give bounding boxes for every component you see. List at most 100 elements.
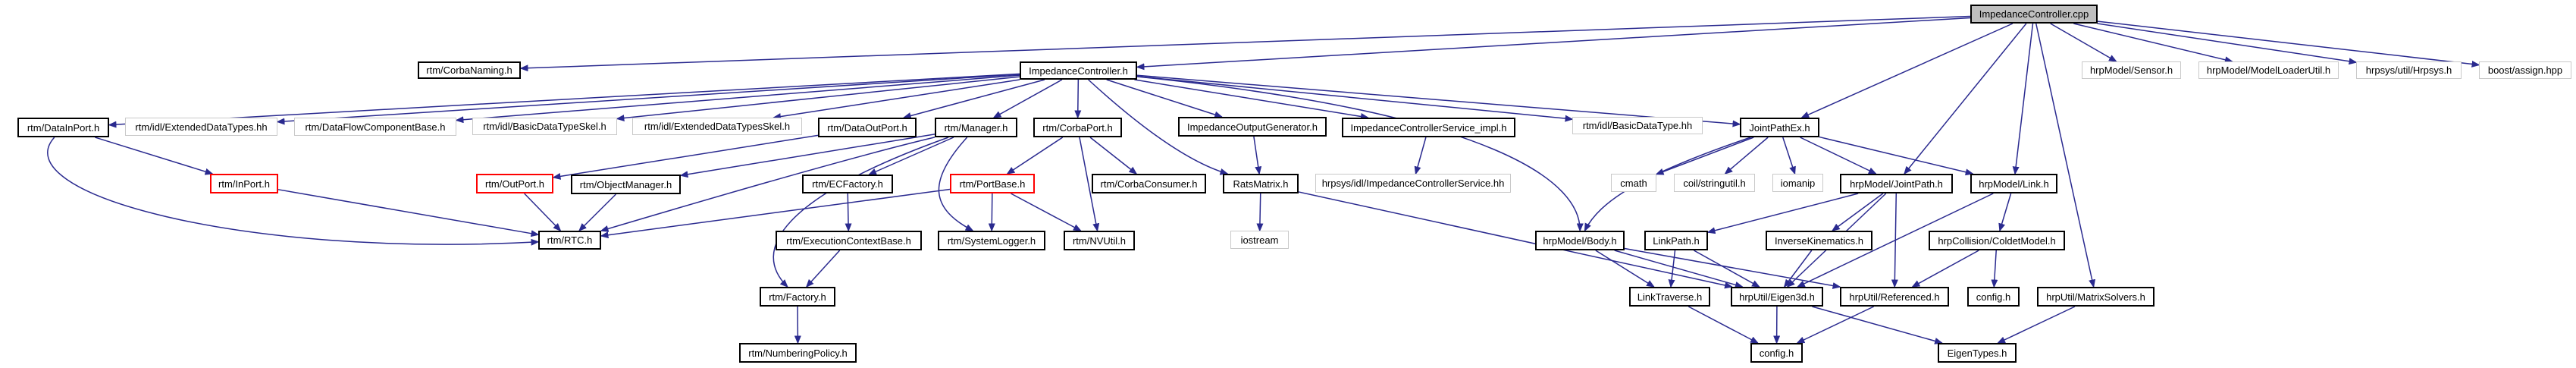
node-edtskel: rtm/idl/ExtendedDataTypesSkel.h xyxy=(632,118,802,135)
edge-corbaport-to-portbase xyxy=(1006,137,1064,175)
node-ecbase[interactable]: rtm/ExecutionContextBase.h xyxy=(776,231,922,250)
edge-ich-to-icsimpl xyxy=(1134,79,1369,120)
edge-ich-to-corbaport xyxy=(1074,79,1082,119)
node-iomanip: iomanip xyxy=(1772,174,1823,192)
edge-manager-to-objectmanager xyxy=(679,134,935,178)
node-hrpsysutil: hrpsys/util/Hrpsys.h xyxy=(2356,61,2462,79)
edge-cpp-to-link xyxy=(2012,23,2034,175)
edge-ich-to-manager xyxy=(992,79,1063,118)
node-iostream: iostream xyxy=(1230,231,1289,249)
edge-manager-to-rtc xyxy=(600,137,935,232)
edge-ich-to-jointpathex xyxy=(1136,74,1741,127)
node-eigentypes[interactable]: EigenTypes.h xyxy=(1938,343,2017,363)
edge-invkin-to-eigen3d xyxy=(1783,250,1813,288)
node-dfcb: rtm/DataFlowComponentBase.h xyxy=(294,118,456,136)
edge-body-to-linktraverse xyxy=(1595,250,1655,288)
node-factory[interactable]: rtm/Factory.h xyxy=(760,287,835,307)
edge-ich-to-ratsmatrix xyxy=(1088,79,1229,175)
edge-corbaport-to-corbaconsumer xyxy=(1089,137,1138,175)
node-objectmanager[interactable]: rtm/ObjectManager.h xyxy=(571,175,681,194)
edge-ich-to-basicdatatype xyxy=(1136,75,1574,122)
edge-jointpathex-to-iomanip xyxy=(1782,137,1796,175)
node-ratsmatrix[interactable]: RatsMatrix.h xyxy=(1223,174,1299,193)
node-icsimpl[interactable]: ImpedanceControllerService_impl.h xyxy=(1342,118,1515,137)
edge-ich-to-dataoutport xyxy=(902,79,1045,119)
edge-linkpath-to-linktraverse xyxy=(1668,250,1676,288)
edge-objectmanager-to-rtc xyxy=(578,193,616,232)
edge-jointpathex-to-link xyxy=(1819,136,1974,176)
node-outport[interactable]: rtm/OutPort.h xyxy=(476,174,553,193)
edge-manager-to-factory xyxy=(772,137,949,288)
node-stringutil: coil/stringutil.h xyxy=(1674,174,1755,192)
edge-ich-to-edtskel xyxy=(772,79,1020,120)
node-jointpathex[interactable]: JointPathEx.h xyxy=(1740,118,1819,137)
edge-linktraverse-to-config7 xyxy=(1688,306,1760,344)
edge-jointpath-to-invkin xyxy=(1831,193,1884,231)
node-coldet[interactable]: hrpCollision/ColdetModel.h xyxy=(1929,231,2065,250)
node-ich[interactable]: ImpedanceController.h xyxy=(1020,61,1137,80)
node-impoutgen[interactable]: ImpedanceOutputGenerator.h xyxy=(1178,117,1327,137)
edge-ich-to-body xyxy=(1136,76,1584,232)
edge-eigen3d-to-eigentypes xyxy=(1812,306,1944,344)
node-corbaport[interactable]: rtm/CorbaPort.h xyxy=(1033,118,1122,137)
node-datainport[interactable]: rtm/DataInPort.h xyxy=(17,118,109,137)
node-cpp: ImpedanceController.cpp xyxy=(1970,5,2098,24)
edge-ich-to-extdatatypes xyxy=(276,74,1020,125)
edge-coldet-to-config6 xyxy=(1991,250,1998,288)
node-jointpath[interactable]: hrpModel/JointPath.h xyxy=(1840,174,1953,193)
edge-datainport-to-inport xyxy=(95,137,214,175)
node-eigen3d[interactable]: hrpUtil/Eigen3d.h xyxy=(1731,287,1823,307)
edge-jointpathex-to-cmath xyxy=(1655,137,1754,175)
edge-cpp-to-corbanaming xyxy=(519,15,1971,72)
node-body[interactable]: hrpModel/Body.h xyxy=(1535,231,1625,250)
edge-cpp-to-ich xyxy=(1136,17,1971,71)
edge-cpp-to-modelloader xyxy=(2073,23,2233,64)
node-manager[interactable]: rtm/Manager.h xyxy=(935,118,1017,137)
node-config6[interactable]: config.h xyxy=(1967,287,2020,307)
node-corbanaming[interactable]: rtm/CorbaNaming.h xyxy=(418,61,521,79)
node-basicdatatype: rtm/idl/BasicDataType.hh xyxy=(1572,117,1703,134)
node-nvutil[interactable]: rtm/NVUtil.h xyxy=(1064,231,1135,250)
edge-ich-to-datainport xyxy=(108,73,1020,128)
node-rtc[interactable]: rtm/RTC.h xyxy=(538,231,601,250)
node-link[interactable]: hrpModel/Link.h xyxy=(1970,174,2057,193)
node-corbaconsumer[interactable]: rtm/CorbaConsumer.h xyxy=(1092,174,1206,193)
node-config7[interactable]: config.h xyxy=(1750,343,1803,363)
node-referenced[interactable]: hrpUtil/Referenced.h xyxy=(1840,287,1949,307)
edge-ratsmatrix-to-iostream xyxy=(1256,193,1264,232)
node-ecfactory[interactable]: rtm/ECFactory.h xyxy=(802,175,893,193)
edge-coldet-to-referenced xyxy=(1911,250,1979,288)
node-dataoutport[interactable]: rtm/DataOutPort.h xyxy=(818,118,917,137)
node-linktraverse[interactable]: LinkTraverse.h xyxy=(1629,287,1710,307)
edge-body-to-eigen3d xyxy=(1614,250,1744,288)
node-inport[interactable]: rtm/InPort.h xyxy=(210,174,278,193)
node-matrixsolvers[interactable]: hrpUtil/MatrixSolvers.h xyxy=(2037,287,2155,307)
node-linkpath[interactable]: LinkPath.h xyxy=(1644,231,1708,250)
edge-impoutgen-to-ratsmatrix xyxy=(1253,136,1262,175)
node-bdtskel: rtm/idl/BasicDataTypeSkel.h xyxy=(472,118,617,135)
node-extdatatypes: rtm/idl/ExtendedDataTypes.hh xyxy=(125,118,277,136)
node-boostassign: boost/assign.hpp xyxy=(2479,61,2571,79)
edge-cpp-to-boostassign xyxy=(2097,20,2480,68)
node-invkin[interactable]: InverseKinematics.h xyxy=(1766,231,1872,250)
edge-matrixsolvers-to-eigentypes xyxy=(1997,306,2076,344)
node-sensor: hrpModel/Sensor.h xyxy=(2082,61,2181,79)
edge-manager-to-ecfactory xyxy=(868,137,954,175)
edge-portbase-to-nvutil xyxy=(1011,193,1082,231)
edge-inport-to-rtc xyxy=(277,189,540,237)
edge-jointpathex-to-stringutil xyxy=(1724,137,1769,175)
edge-portbase-to-rtc xyxy=(600,188,951,239)
edge-outport-to-rtc xyxy=(524,193,562,232)
node-numberingpolicy[interactable]: rtm/NumberingPolicy.h xyxy=(739,343,857,363)
edge-cpp-to-jointpath xyxy=(1904,23,2027,175)
edge-link-to-eigen3d xyxy=(1796,193,1994,288)
edge-cpp-to-sensor xyxy=(2050,23,2117,62)
node-portbase[interactable]: rtm/PortBase.h xyxy=(950,174,1035,193)
edge-datainport-to-rtc xyxy=(47,137,540,246)
node-cmath: cmath xyxy=(1611,174,1656,192)
edge-cpp-to-hrpsysutil xyxy=(2097,23,2358,65)
edge-corbaport-to-nvutil xyxy=(1079,137,1100,232)
node-systemlogger[interactable]: rtm/SystemLogger.h xyxy=(938,231,1045,250)
